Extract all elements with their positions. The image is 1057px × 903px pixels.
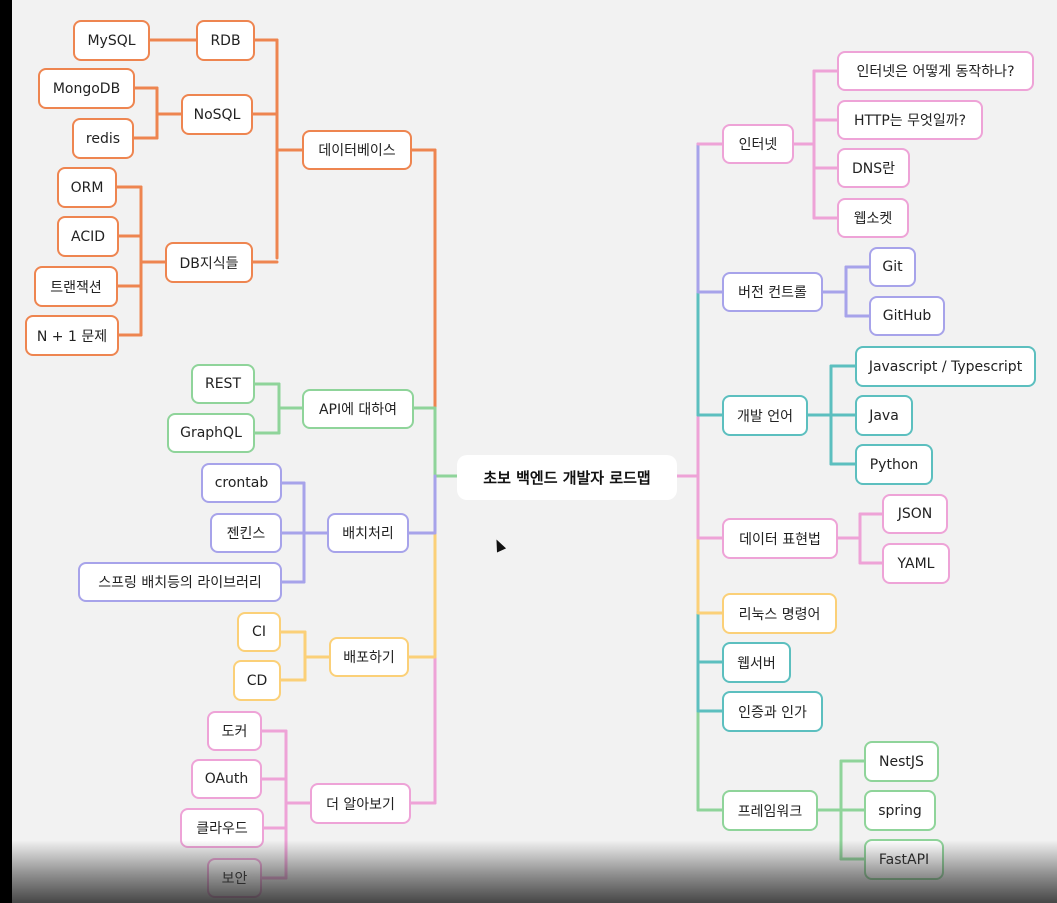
- node-security[interactable]: 보안: [207, 858, 262, 898]
- node-fastapi[interactable]: FastAPI: [864, 839, 944, 880]
- trunk-right-internet: [675, 142, 700, 478]
- node-deploy[interactable]: 배포하기: [329, 637, 409, 677]
- node-http[interactable]: HTTP는 무엇일까?: [837, 100, 983, 140]
- node-graphql[interactable]: GraphQL: [167, 413, 255, 453]
- node-batch[interactable]: 배치처리: [327, 513, 409, 553]
- node-rest[interactable]: REST: [191, 364, 255, 404]
- node-framework[interactable]: 프레임워크: [722, 790, 818, 831]
- node-springbatch[interactable]: 스프링 배치등의 라이브러리: [78, 562, 282, 602]
- node-database[interactable]: 데이터베이스: [302, 130, 412, 170]
- node-docker[interactable]: 도커: [207, 711, 262, 751]
- node-jenkins[interactable]: 젠킨스: [210, 513, 282, 553]
- node-ci[interactable]: CI: [237, 612, 281, 652]
- node-git[interactable]: Git: [869, 247, 916, 287]
- node-python[interactable]: Python: [855, 444, 933, 485]
- node-dbknowledge[interactable]: DB지식들: [165, 242, 253, 283]
- node-nestjs[interactable]: NestJS: [864, 741, 939, 782]
- root-node[interactable]: 초보 백엔드 개발자 로드맵: [457, 455, 677, 500]
- node-more[interactable]: 더 알아보기: [310, 783, 411, 824]
- node-websocket[interactable]: 웹소켓: [837, 198, 909, 238]
- node-oauth[interactable]: OAuth: [191, 759, 262, 799]
- node-json[interactable]: JSON: [882, 494, 948, 534]
- node-acid[interactable]: ACID: [57, 216, 119, 257]
- node-internet[interactable]: 인터넷: [722, 124, 794, 164]
- node-nplus1[interactable]: N + 1 문제: [25, 315, 119, 356]
- node-github[interactable]: GitHub: [869, 296, 945, 336]
- node-nosql[interactable]: NoSQL: [181, 94, 253, 135]
- node-cd[interactable]: CD: [233, 660, 281, 701]
- node-js[interactable]: Javascript / Typescript: [855, 346, 1036, 387]
- trunk-left-api: [433, 406, 459, 478]
- node-internet-how[interactable]: 인터넷은 어떻게 동작하나?: [837, 51, 1034, 91]
- node-crontab[interactable]: crontab: [201, 463, 282, 503]
- node-auth[interactable]: 인증과 인가: [722, 691, 823, 732]
- node-vcs[interactable]: 버전 컨트롤: [722, 272, 823, 312]
- node-transaction[interactable]: 트랜잭션: [34, 266, 118, 307]
- node-redis[interactable]: redis: [72, 118, 134, 159]
- node-orm[interactable]: ORM: [57, 167, 117, 208]
- node-linux[interactable]: 리눅스 명령어: [722, 593, 837, 634]
- node-webserver[interactable]: 웹서버: [722, 642, 791, 683]
- node-dataformat[interactable]: 데이터 표현법: [722, 518, 838, 559]
- node-java[interactable]: Java: [855, 395, 913, 436]
- node-lang[interactable]: 개발 언어: [722, 395, 808, 436]
- node-rdb[interactable]: RDB: [196, 20, 255, 61]
- node-api[interactable]: API에 대하여: [302, 389, 414, 429]
- node-yaml[interactable]: YAML: [882, 543, 950, 584]
- node-mongodb[interactable]: MongoDB: [38, 68, 135, 109]
- node-spring[interactable]: spring: [864, 790, 936, 831]
- node-cloud[interactable]: 클라우드: [180, 808, 264, 848]
- node-mysql[interactable]: MySQL: [73, 20, 150, 61]
- node-dns[interactable]: DNS란: [837, 148, 910, 188]
